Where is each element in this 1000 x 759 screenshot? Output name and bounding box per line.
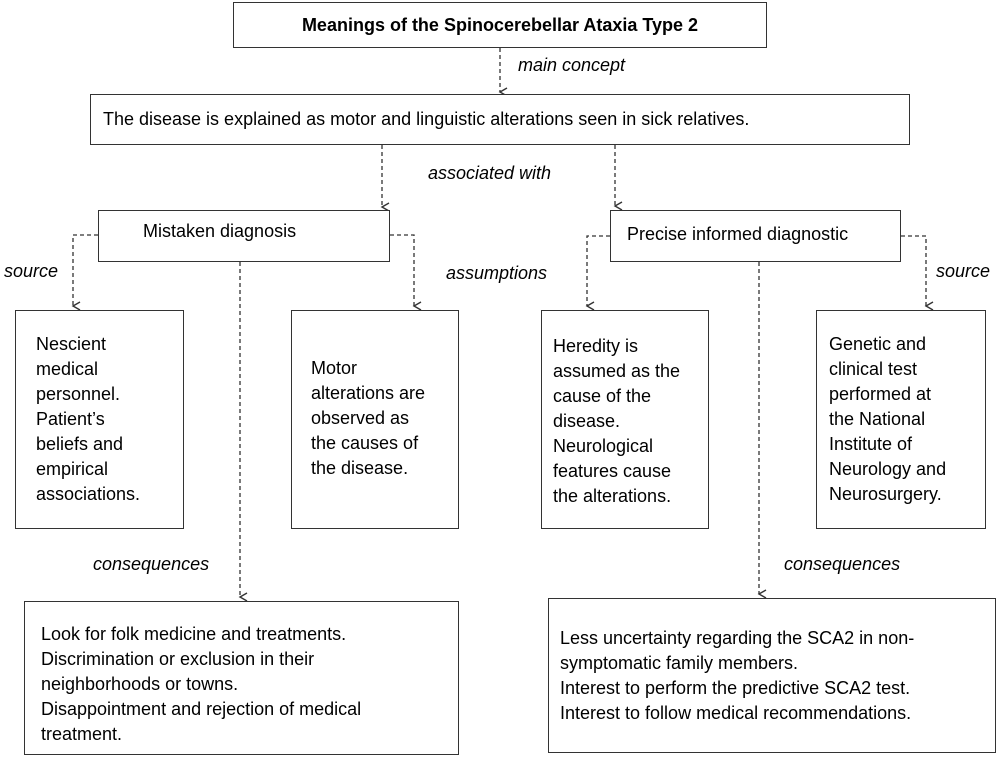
motor-box: Motor alterations are observed as the ca… xyxy=(291,310,459,529)
main-concept-text: The disease is explained as motor and li… xyxy=(103,109,750,129)
motor-line: observed as xyxy=(311,408,410,428)
nescient-line: Patient’s xyxy=(36,409,105,429)
arrow-precise-to-genetic xyxy=(901,235,934,311)
title-box: Meanings of the Spinocerebellar Ataxia T… xyxy=(233,2,767,48)
arrow-precise-to-heredity xyxy=(585,235,610,311)
label-consequences-right: consequences xyxy=(784,554,901,574)
nescient-line: beliefs and xyxy=(36,434,124,454)
diagram-title: Meanings of the Spinocerebellar Ataxia T… xyxy=(301,14,699,35)
nescient-line: Nescient xyxy=(36,334,107,354)
label-consequences-left: consequences xyxy=(93,554,210,574)
consequences-left-box: Look for folk medicine and treatments. D… xyxy=(24,601,459,755)
genetic-line: Neurology and xyxy=(829,459,947,479)
mistaken-diagnosis-text: Mistaken diagnosis xyxy=(143,221,297,241)
mistaken-diagnosis-box: Mistaken diagnosis xyxy=(98,210,390,262)
nescient-line: empirical xyxy=(36,459,109,479)
genetic-line: the National xyxy=(829,409,926,429)
consequence-right-line: Interest to follow medical recommendatio… xyxy=(560,703,912,723)
consequence-left-line: neighborhoods or towns. xyxy=(41,674,239,694)
label-associated-with: associated with xyxy=(428,163,552,183)
arrow-mistaken-to-nescient xyxy=(71,234,98,311)
genetic-line: Institute of xyxy=(829,434,913,454)
nescient-line: associations. xyxy=(36,484,141,504)
precise-diagnostic-box: Precise informed diagnostic xyxy=(610,210,901,262)
heredity-line: features cause xyxy=(553,461,672,481)
label-main-concept: main concept xyxy=(518,55,626,75)
genetic-line: performed at xyxy=(829,384,932,404)
arrow-mistaken-to-motor xyxy=(390,234,422,311)
genetic-line: clinical test xyxy=(829,359,918,379)
label-assumptions: assumptions xyxy=(446,263,548,283)
nescient-line: medical xyxy=(36,359,99,379)
consequence-left-line: treatment. xyxy=(41,724,123,744)
motor-line: Motor xyxy=(311,358,358,378)
heredity-line: cause of the xyxy=(553,386,652,406)
motor-line: alterations are xyxy=(311,383,426,403)
genetic-line: Neurosurgery. xyxy=(829,484,942,504)
genetic-line: Genetic and xyxy=(829,334,927,354)
heredity-line: disease. xyxy=(553,411,621,431)
label-source-right: source xyxy=(936,261,991,281)
consequence-left-line: Look for folk medicine and treatments. xyxy=(41,624,347,644)
nescient-line: personnel. xyxy=(36,384,121,404)
consequences-right-box: Less uncertainty regarding the SCA2 in n… xyxy=(548,598,996,753)
genetic-box: Genetic and clinical test performed at t… xyxy=(816,310,986,529)
motor-line: the disease. xyxy=(311,458,409,478)
heredity-line: Neurological xyxy=(553,436,654,456)
consequence-right-line: symptomatic family members. xyxy=(560,653,799,673)
consequence-left-line: Disappointment and rejection of medical xyxy=(41,699,362,719)
heredity-line: assumed as the xyxy=(553,361,681,381)
main-concept-box: The disease is explained as motor and li… xyxy=(90,94,910,145)
consequence-right-line: Less uncertainty regarding the SCA2 in n… xyxy=(560,628,915,648)
heredity-box: Heredity is assumed as the cause of the … xyxy=(541,310,709,529)
heredity-line: the alterations. xyxy=(553,486,672,506)
precise-diagnostic-text: Precise informed diagnostic xyxy=(627,224,849,244)
motor-line: the causes of xyxy=(311,433,419,453)
consequence-right-line: Interest to perform the predictive SCA2 … xyxy=(560,678,911,698)
consequence-left-line: Discrimination or exclusion in their xyxy=(41,649,315,669)
nescient-box: Nescient medical personnel. Patient’s be… xyxy=(15,310,184,529)
label-source-left: source xyxy=(4,261,59,281)
heredity-line: Heredity is xyxy=(553,336,639,356)
